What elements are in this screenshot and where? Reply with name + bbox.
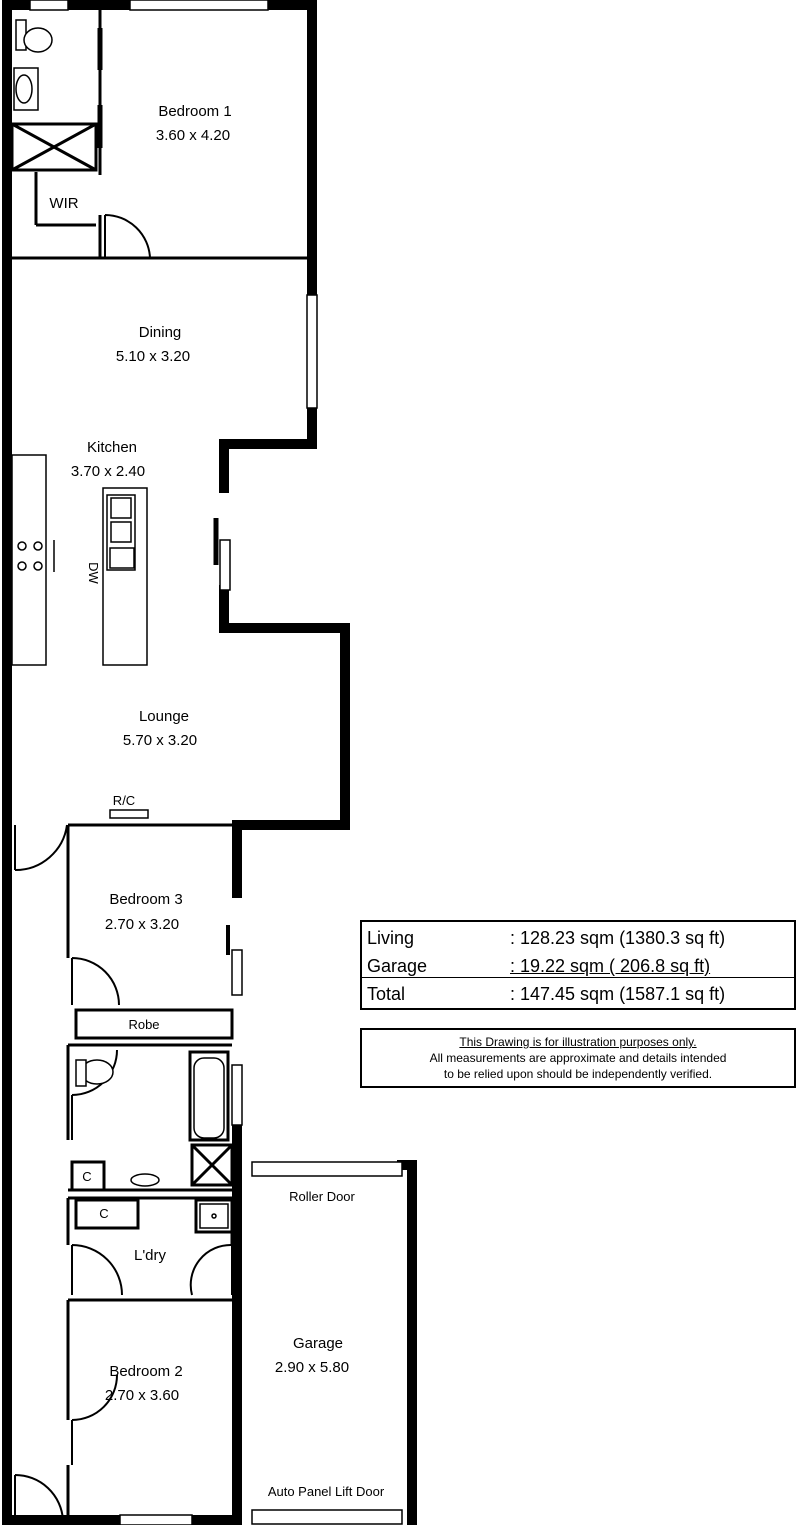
windows: [29, 0, 403, 1525]
area-row-total: Total : 147.45 sqm (1587.1 sq ft): [362, 980, 794, 1008]
disclaimer: This Drawing is for illustration purpose…: [360, 1028, 796, 1088]
cupboard-label-1: C: [82, 1169, 92, 1184]
garage-size: 2.90 x 5.80: [274, 1359, 350, 1376]
kitchen-size: 3.70 x 2.40: [70, 463, 146, 480]
area-summary: Living : 128.23 sqm (1380.3 sq ft) Garag…: [360, 920, 796, 1010]
lounge-name: Lounge: [138, 708, 190, 725]
disclaimer-line-1: This Drawing is for illustration purpose…: [459, 1035, 697, 1049]
bedroom1-name: Bedroom 1: [158, 103, 232, 120]
dining-name: Dining: [138, 324, 182, 341]
dishwasher-label: DW: [86, 562, 101, 584]
area-name: Total: [367, 984, 406, 1004]
bedroom1-size: 3.60 x 4.20: [155, 127, 231, 144]
fixtures: [11, 19, 229, 1229]
dining-size: 5.10 x 3.20: [115, 348, 191, 365]
lounge-size: 5.70 x 3.20: [122, 732, 198, 749]
area-value: : 147.45 sqm (1587.1 sq ft): [510, 984, 726, 1004]
roller-door-label: Roller Door: [289, 1189, 355, 1204]
bath-icon: [193, 1057, 225, 1139]
bedroom3-size: 2.70 x 3.20: [104, 916, 180, 933]
robe-label: Robe: [128, 1017, 160, 1032]
area-value: : 128.23 sqm (1380.3 sq ft): [510, 928, 726, 948]
lift-door-label: Auto Panel Lift Door: [267, 1484, 385, 1499]
laundry-label: L'dry: [133, 1247, 167, 1264]
bedroom2-size: 2.70 x 3.60: [104, 1387, 180, 1404]
bedroom2-name: Bedroom 2: [109, 1363, 183, 1380]
garage-name: Garage: [292, 1335, 344, 1352]
rc-label: R/C: [112, 793, 136, 808]
bedroom3-name: Bedroom 3: [109, 891, 183, 908]
disclaimer-line-2: All measurements are approximate and det…: [429, 1051, 727, 1065]
wir-label: WIR: [49, 195, 79, 212]
doors: [14, 28, 233, 1521]
basin-icon-2: [130, 1173, 160, 1187]
area-value: : 19.22 sqm ( 206.8 sq ft): [510, 956, 711, 976]
cupboard-label-2: C: [99, 1206, 109, 1221]
disclaimer-line-3: to be relied upon should be independentl…: [443, 1067, 713, 1081]
interior-walls: [7, 5, 312, 1520]
area-row-garage: Garage : 19.22 sqm ( 206.8 sq ft): [362, 952, 794, 980]
kitchen-name: Kitchen: [86, 439, 138, 456]
cooktop-icon: [17, 541, 27, 551]
exterior-walls: [2, 0, 417, 1525]
area-divider: [362, 977, 796, 978]
area-name: Garage: [367, 956, 428, 976]
area-row-living: Living : 128.23 sqm (1380.3 sq ft): [362, 924, 794, 952]
area-name: Living: [367, 928, 415, 948]
kitchen-bench: [11, 454, 47, 666]
